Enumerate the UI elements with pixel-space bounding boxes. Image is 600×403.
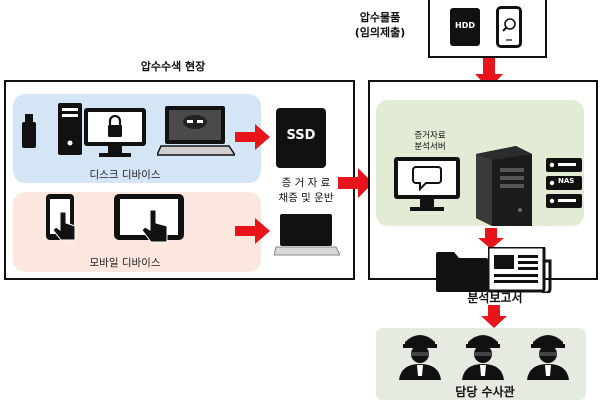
investigator-icon-1 <box>397 330 443 380</box>
disk-devices-label: 디스크 디바이스 <box>89 169 161 181</box>
seized-items-title: 압수물품 (임의제출) <box>335 10 425 40</box>
hdd-icon: HDD <box>450 8 480 46</box>
desktop-tower-icon <box>58 103 82 155</box>
hdd-label: HDD <box>455 21 475 30</box>
mobile-devices-label: 모바일 디바이스 <box>89 257 161 269</box>
arrow-to-ssd <box>235 124 270 150</box>
evidence-collection-label: 증 거 자 료 채증 및 운반 <box>258 176 354 206</box>
evidence-collection-line1: 증 거 자 료 <box>281 177 331 189</box>
laptop-icon <box>157 106 235 156</box>
site-title: 압수수색 현장 <box>140 60 206 73</box>
tablet-touch-icon <box>114 194 188 248</box>
ssd-icon: SSD <box>276 108 326 168</box>
investigator-icon-3 <box>525 330 571 380</box>
arrow-to-laptop <box>235 218 270 244</box>
monitor-chat-icon <box>394 157 460 215</box>
arrow-down-to-report <box>478 228 504 249</box>
analysis-server-line1: 증거자료 <box>414 131 446 141</box>
analysis-server-line2: 분석서버 <box>414 142 446 152</box>
arrow-to-lab <box>338 168 373 198</box>
nas-icon: NAS <box>546 158 582 214</box>
seized-items-box: HDD <box>428 0 547 58</box>
server-tower-icon <box>476 146 532 226</box>
analysis-report-label: 분석보고서 <box>467 291 523 305</box>
arrow-down-to-investigators <box>481 305 507 328</box>
folder-icon <box>436 248 488 292</box>
analysis-server-label: 증거자료 분석서버 <box>392 131 468 153</box>
transport-laptop-icon <box>274 214 340 256</box>
investigator-icon-2 <box>460 330 506 380</box>
usb-drive-icon <box>22 114 36 148</box>
ssd-label: SSD <box>286 128 316 143</box>
seized-items-line2: (임의제출) <box>354 26 406 39</box>
monitor-lock-icon <box>84 108 146 158</box>
seized-items-line1: 압수물품 <box>359 11 401 24</box>
investigators-label: 담당 수사관 <box>455 385 515 399</box>
report-document-icon <box>488 247 552 293</box>
nas-label: NAS <box>558 177 575 185</box>
smartphone-search-icon <box>496 6 522 48</box>
smartphone-touch-icon <box>42 194 82 248</box>
evidence-collection-line2: 채증 및 운반 <box>278 192 334 204</box>
